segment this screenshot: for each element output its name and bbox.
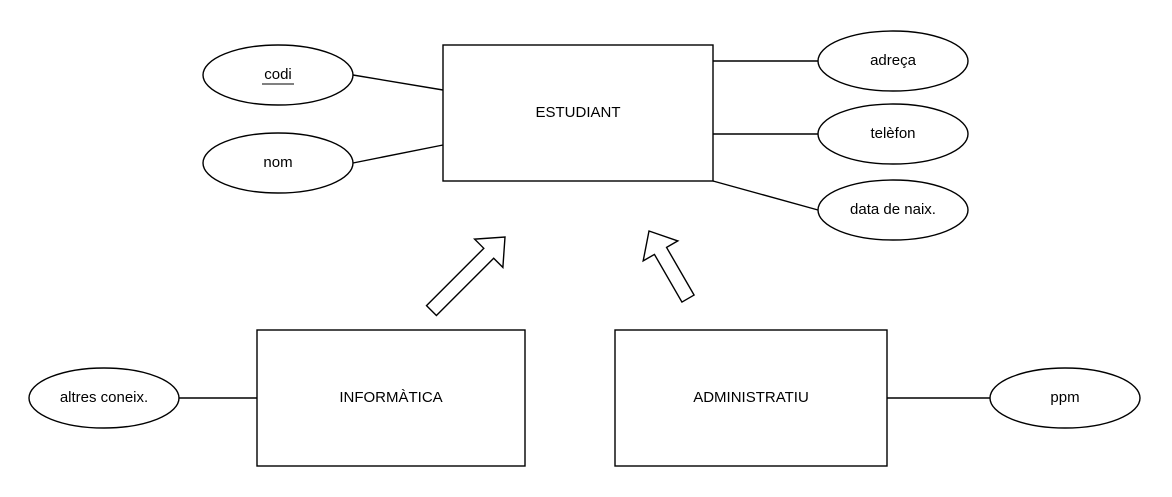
attribute-ppm[interactable]: ppm — [989, 367, 1141, 429]
attribute-ppm-label: ppm — [1050, 389, 1079, 406]
entity-estudiant-label: ESTUDIANT — [535, 104, 620, 121]
inheritance-arrow-administratiu — [642, 230, 696, 304]
edge-nom — [352, 144, 444, 164]
edge-codi — [352, 74, 444, 91]
entity-estudiant[interactable]: ESTUDIANT — [442, 44, 714, 182]
entity-administratiu-label: ADMINISTRATIU — [693, 389, 809, 406]
entity-informatica-label: INFORMÀTICA — [339, 389, 442, 406]
attribute-data-naix-label: data de naix. — [850, 201, 936, 218]
attribute-nom-label: nom — [263, 154, 292, 171]
attribute-telefon[interactable]: telèfon — [817, 103, 969, 165]
attribute-codi-label: codi — [264, 66, 292, 83]
inheritance-arrow-informatica — [425, 236, 506, 317]
edge-data-naix — [712, 180, 819, 211]
entity-informatica[interactable]: INFORMÀTICA — [256, 329, 526, 467]
attribute-data-naix[interactable]: data de naix. — [817, 179, 969, 241]
entity-administratiu[interactable]: ADMINISTRATIU — [614, 329, 888, 467]
connectors — [179, 60, 990, 399]
attribute-adreca-label: adreça — [870, 52, 917, 69]
attribute-altres-coneix[interactable]: altres coneix. — [28, 367, 180, 429]
attribute-nom[interactable]: nom — [202, 132, 354, 194]
attribute-telefon-label: telèfon — [870, 125, 915, 142]
attribute-altres-coneix-label: altres coneix. — [60, 389, 148, 406]
attribute-codi[interactable]: codi — [202, 44, 354, 106]
attribute-adreca[interactable]: adreça — [817, 30, 969, 92]
